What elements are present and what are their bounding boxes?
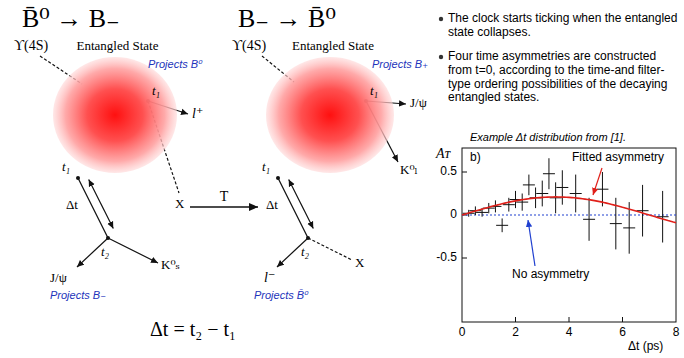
no-asymmetry-line	[462, 214, 676, 215]
blob-shape	[53, 57, 177, 173]
tick-label: 0	[450, 208, 457, 222]
data-points	[516, 202, 528, 203]
axis-title: Aᴛ	[436, 146, 450, 162]
panel-tag: b)	[470, 151, 481, 165]
callout-arrow	[593, 168, 602, 195]
node-heading: Entangled State	[45, 38, 190, 53]
projection-note: Projects B⁰	[148, 58, 203, 71]
vertex-dot	[76, 176, 80, 180]
time-label: t₁	[262, 160, 270, 175]
callout-arrow	[528, 220, 535, 266]
resonance-label: ϒ(4S)	[14, 38, 48, 54]
tick-label: 6	[619, 326, 626, 340]
decay-tree-left	[40, 56, 188, 267]
data-points	[543, 173, 555, 174]
plot-frame	[462, 148, 676, 322]
edge-label: T	[218, 189, 231, 204]
decay-tree-right	[262, 56, 406, 267]
projection-note: Projects B₋	[50, 289, 106, 302]
decay-tree-left	[108, 238, 158, 263]
decay-tree-right	[289, 179, 314, 228]
vertex-dot	[106, 236, 110, 240]
bullet-text: Four time asymmetries are constructed fr…	[448, 50, 680, 105]
data-points	[556, 187, 568, 188]
transition-arrow	[190, 206, 258, 207]
interval-label: Δt	[66, 198, 78, 213]
time-label: t₁	[152, 84, 160, 99]
time-label: t₂	[301, 245, 309, 260]
interval-label: Δt	[266, 198, 278, 213]
data-points	[503, 204, 515, 205]
particle-label: K⁰ₛ	[161, 258, 180, 273]
resonance-label: ϒ(4S)	[232, 38, 266, 54]
node-heading: Entangled State	[258, 38, 408, 53]
data-points	[610, 223, 622, 224]
data-points	[476, 212, 488, 213]
particle-label: X	[175, 197, 184, 212]
bullet-text: The clock starts ticking when the entang…	[448, 12, 680, 40]
fitted-curve	[462, 197, 676, 223]
data-points	[596, 189, 608, 190]
time-label: t₁	[62, 160, 70, 175]
time-label: t₂	[101, 245, 109, 260]
data-points	[523, 184, 535, 185]
tick-label: 8	[673, 326, 680, 340]
bullet-dot	[439, 17, 443, 21]
plot-caption: Example Δt distribution from [1].	[470, 131, 626, 144]
particle-label: l⁺	[192, 106, 203, 122]
particle-label: J/ψ	[410, 96, 427, 111]
callout-text: Fitted asymmetry	[572, 151, 664, 165]
decay-tree-left	[89, 179, 114, 228]
particle-label: X	[355, 256, 364, 271]
data-points	[583, 219, 595, 220]
formula: Δt = t₂ − t₁	[150, 318, 236, 341]
particle-label: K⁰ₗ	[400, 163, 418, 178]
data-points	[623, 227, 635, 228]
tick-label: 0.5	[440, 165, 457, 179]
vertex-dot	[276, 176, 280, 180]
time-label: t₁	[370, 84, 378, 99]
tick-label: 2	[512, 326, 519, 340]
vertex-dot	[306, 236, 310, 240]
particle-label: J/ψ	[50, 271, 67, 286]
particle-label: l⁻	[264, 270, 275, 286]
axis-title: Δt (ps)	[628, 340, 663, 354]
data-points	[536, 193, 548, 194]
tick-label: -0.5	[436, 251, 457, 265]
plot-frame	[569, 317, 570, 322]
decay-tree-right	[308, 238, 352, 260]
reaction-heading: B̄⁰ → B₋	[22, 4, 120, 34]
tick-label: 0	[459, 326, 466, 340]
reaction-heading: B₋ → B̄⁰	[238, 4, 336, 34]
blob-shape	[266, 57, 394, 173]
plot-frame	[462, 172, 467, 173]
plot-frame	[622, 317, 623, 322]
bullet-dot	[439, 17, 443, 59]
plot-frame	[462, 148, 676, 322]
plot-frame	[462, 258, 467, 259]
bullet-dot	[439, 55, 443, 59]
callout-text: No asymmetry	[512, 268, 589, 282]
projection-note: Projects B̄⁰	[254, 289, 309, 302]
tick-label: 4	[566, 326, 573, 340]
data-points	[570, 193, 582, 194]
plot-frame	[515, 317, 516, 322]
callout-arrow	[528, 168, 602, 266]
data-points	[496, 225, 508, 226]
projection-note: Projects B₊	[372, 58, 428, 71]
